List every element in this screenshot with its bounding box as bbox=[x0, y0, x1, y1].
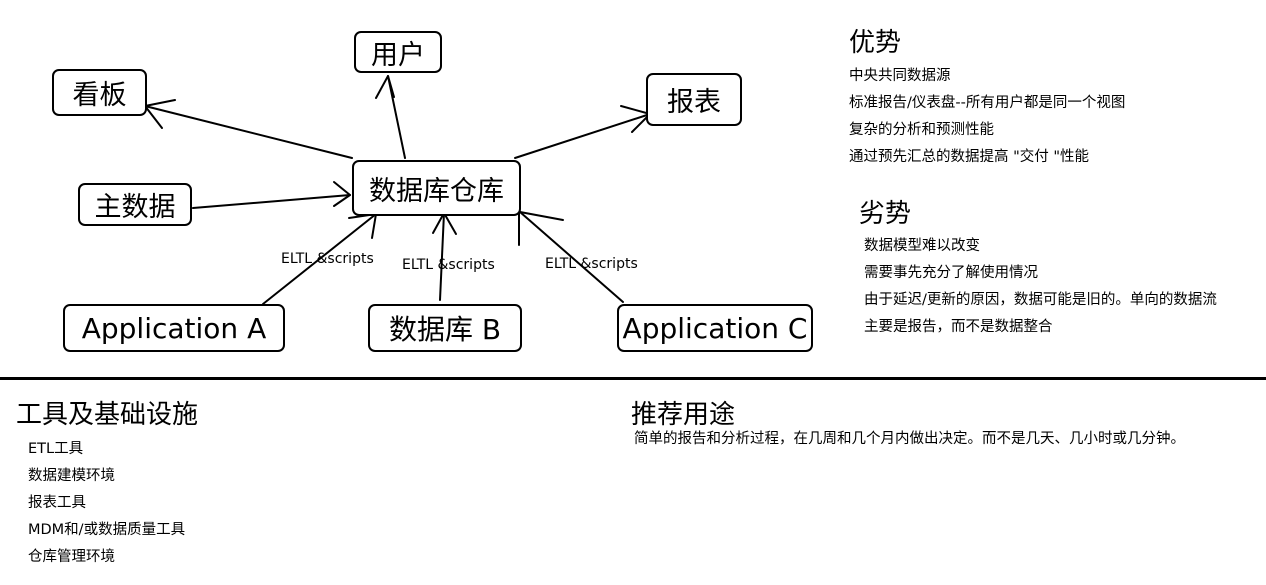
warehouse-node: 数据库仓库 bbox=[352, 160, 521, 216]
tools-item: ETL工具 bbox=[28, 441, 84, 457]
advantages-list: 中央共同数据源 标准报告/仪表盘--所有用户都是同一个视图 复杂的分析和预测性能… bbox=[849, 63, 1125, 171]
arrowhead-master-data bbox=[333, 181, 351, 207]
arrowhead-app-c bbox=[519, 211, 564, 221]
usage-title: 推荐用途 bbox=[631, 400, 736, 430]
master-data-node: 主数据 bbox=[78, 183, 192, 226]
section-divider bbox=[0, 377, 1266, 380]
reports-node: 报表 bbox=[646, 73, 742, 126]
arrow-to-users bbox=[387, 75, 406, 159]
tools-item: 仓库管理环境 bbox=[28, 549, 115, 565]
disadvantages-item: 由于延迟/更新的原因，数据可能是旧的。单向的数据流 bbox=[864, 292, 1217, 308]
edge-label-app-a: ELTL &scripts bbox=[281, 251, 374, 267]
users-node: 用户 bbox=[354, 31, 442, 73]
advantages-title: 优势 bbox=[849, 28, 902, 58]
arrowhead-dashboard bbox=[144, 99, 176, 129]
advantages-item: 中央共同数据源 bbox=[849, 68, 951, 84]
usage-text: 简单的报告和分析过程，在几周和几个月内做出决定。而不是几天、几小时或几分钟。 bbox=[634, 431, 1185, 447]
database-b-node: 数据库 B bbox=[368, 304, 522, 352]
advantages-item: 标准报告/仪表盘--所有用户都是同一个视图 bbox=[849, 95, 1126, 111]
advantages-item: 通过预先汇总的数据提高 "交付 "性能 bbox=[849, 149, 1090, 165]
arrow-to-dashboard bbox=[144, 105, 353, 159]
arrow-master-data-to-warehouse bbox=[192, 194, 351, 209]
disadvantages-item: 主要是报告，而不是数据整合 bbox=[864, 319, 1053, 335]
tools-item: 报表工具 bbox=[28, 495, 86, 511]
application-c-node: Application C bbox=[617, 304, 813, 352]
disadvantages-item: 需要事先充分了解使用情况 bbox=[864, 265, 1038, 281]
arrow-app-c-to-warehouse bbox=[519, 211, 624, 303]
advantages-item: 复杂的分析和预测性能 bbox=[849, 122, 994, 138]
disadvantages-list: 数据模型难以改变 需要事先充分了解使用情况 由于延迟/更新的原因，数据可能是旧的… bbox=[864, 233, 1217, 341]
arrow-db-b-to-warehouse bbox=[439, 212, 445, 301]
disadvantages-title: 劣势 bbox=[859, 199, 912, 229]
dashboard-node: 看板 bbox=[52, 69, 147, 116]
edge-label-db-b: ELTL &scripts bbox=[402, 257, 495, 273]
tools-list: ETL工具 数据建模环境 报表工具 MDM和/或数据质量工具 仓库管理环境 bbox=[28, 436, 185, 571]
application-a-node: Application A bbox=[63, 304, 285, 352]
disadvantages-item: 数据模型难以改变 bbox=[864, 238, 980, 254]
arrow-app-a-to-warehouse bbox=[262, 213, 377, 305]
edge-label-app-c: ELTL &scripts bbox=[545, 256, 638, 272]
tools-title: 工具及基础设施 bbox=[16, 400, 199, 430]
tools-item: MDM和/或数据质量工具 bbox=[28, 522, 186, 538]
arrowhead-users bbox=[375, 75, 395, 99]
tools-item: 数据建模环境 bbox=[28, 468, 115, 484]
arrow-to-reports bbox=[514, 113, 651, 159]
